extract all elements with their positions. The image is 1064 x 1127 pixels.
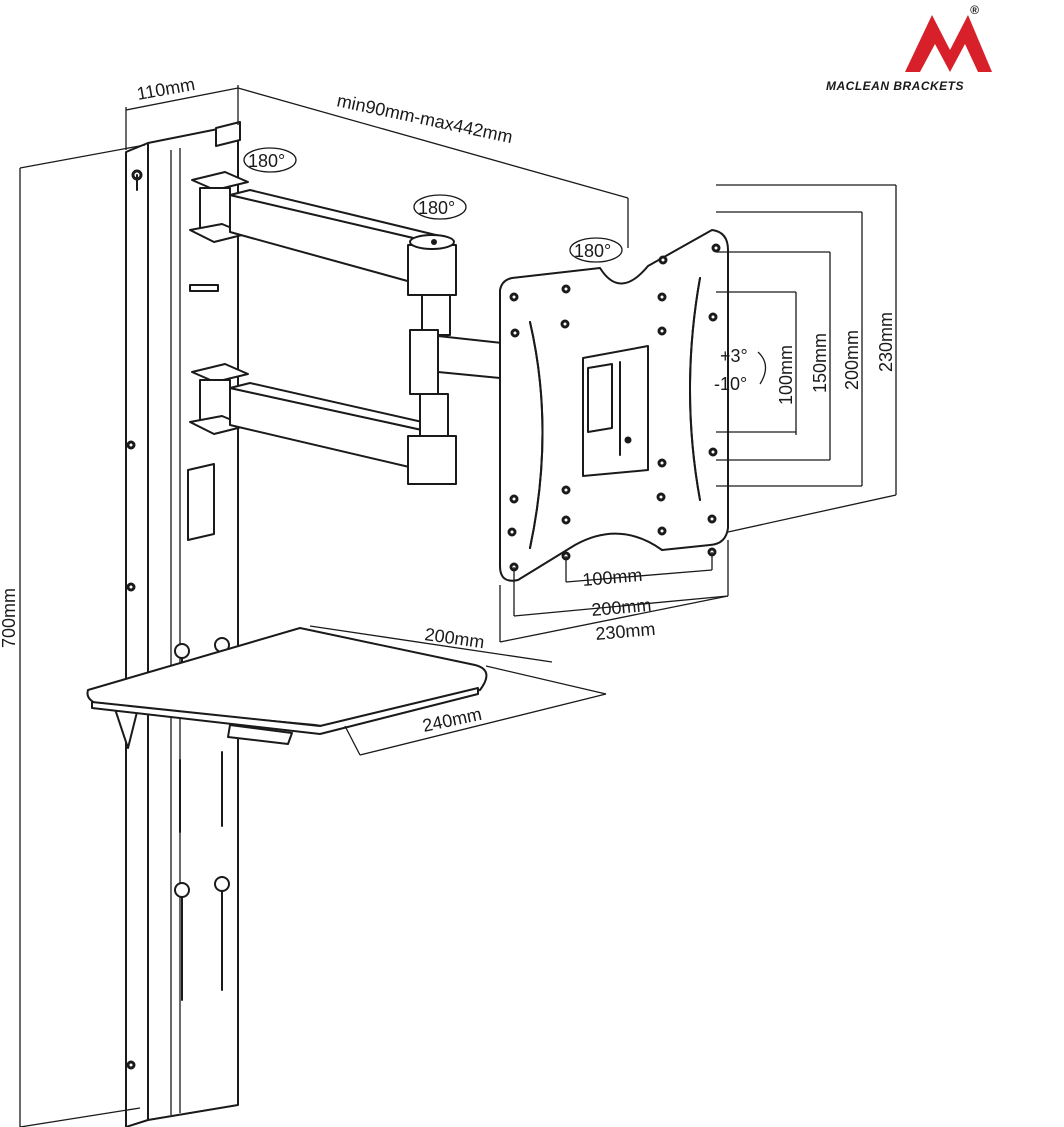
vesa-plate: [499, 229, 729, 582]
wall-rail: [125, 121, 241, 1127]
label-vesa-v-200: 200mm: [842, 330, 862, 390]
logo-registered: ®: [970, 3, 979, 17]
svg-text:180°: 180°: [248, 151, 285, 171]
label-vesa-h-100: 100mm: [582, 565, 644, 590]
svg-text:180°: 180°: [574, 241, 611, 261]
label-vesa-v-150: 150mm: [810, 333, 830, 393]
label-shelf-depth: 200mm: [423, 624, 485, 652]
rotation-badge-plate: 180°: [569, 237, 623, 263]
label-depth: 110mm: [135, 74, 196, 104]
rotation-badge-elbow: 180°: [413, 194, 467, 220]
rotation-badge-wall: 180°: [243, 147, 297, 173]
label-vesa-h-200: 200mm: [591, 595, 653, 620]
label-tilt-up: +3°: [720, 346, 748, 366]
av-shelf: [86, 627, 488, 749]
label-height: 700mm: [0, 588, 19, 648]
label-shelf-width: 240mm: [421, 704, 484, 736]
logo-mark: [905, 15, 992, 72]
vesa-holes: [507, 243, 721, 572]
label-arm-extension: min90mm-max442mm: [335, 90, 514, 147]
label-vesa-v-100: 100mm: [776, 345, 796, 405]
brand-name: MACLEAN BRACKETS: [826, 79, 964, 93]
label-vesa-v-230: 230mm: [876, 312, 896, 372]
svg-text:180°: 180°: [418, 198, 455, 218]
label-tilt-down: -10°: [714, 374, 747, 394]
brand-logo: ® MACLEAN BRACKETS: [826, 3, 992, 93]
articulating-arm: [189, 171, 521, 485]
dimension-lines: [19, 85, 897, 1127]
label-vesa-h-230: 230mm: [595, 619, 657, 644]
